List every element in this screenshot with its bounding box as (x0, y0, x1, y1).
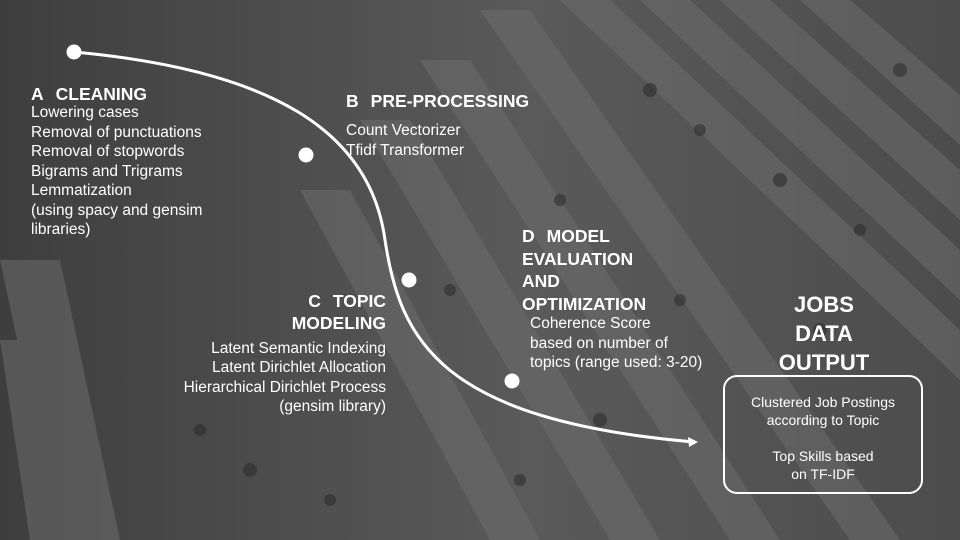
step-b-items: Count Vectorizer Tfidf Transformer (346, 121, 529, 160)
step-a-item: Lemmatization (31, 182, 132, 200)
step-d-item: based on number of (530, 334, 668, 352)
step-d-title-line4: OPTIMIZATION (522, 293, 647, 314)
output-box-line: according to Topic (766, 412, 880, 428)
output-box-spacer (725, 429, 921, 447)
output-box-line: Clustered Job Postings (751, 394, 895, 410)
step-c-heading: C TOPIC MODELING (184, 290, 386, 335)
step-c: C TOPIC MODELING Latent Semantic Indexing… (184, 290, 386, 417)
output-title-line: OUTPUT (778, 350, 870, 375)
flow-curve (73, 50, 695, 444)
step-a-item: libraries) (31, 221, 91, 239)
step-a-items: Lowering cases Removal of punctuations R… (31, 103, 202, 240)
output-box: Clustered Job Postings according to Topi… (723, 375, 923, 494)
output-box-line: on TF-IDF (791, 466, 855, 482)
output-box-line: Top Skills based (772, 448, 874, 464)
step-a-item: Removal of stopwords (31, 143, 185, 161)
step-d-title-line3: AND (522, 271, 560, 291)
step-dot-start (66, 44, 82, 60)
step-b-title: PRE-PROCESSING (370, 91, 530, 111)
step-b: B PRE-PROCESSING Count Vectorizer Tfidf T… (346, 90, 529, 160)
step-a-title: CLEANING (55, 84, 148, 104)
step-b-letter: B (346, 91, 359, 111)
step-b-item: Tfidf Transformer (346, 141, 464, 159)
step-a-letter: A (31, 84, 44, 104)
step-d-item: Coherence Score (530, 315, 651, 332)
step-d-items: Coherence Score based on number of topic… (530, 314, 702, 373)
step-d-letter: D (522, 226, 535, 246)
step-d-heading: D MODEL EVALUATION AND OPTIMIZATION (522, 225, 702, 315)
step-a-heading: A CLEANING (31, 83, 202, 105)
step-b-item: Count Vectorizer (346, 122, 461, 140)
step-d: D MODEL EVALUATION AND OPTIMIZATION Coher… (522, 225, 702, 373)
step-c-items: Latent Semantic Indexing Latent Dirichle… (184, 339, 386, 417)
step-a-item: Removal of punctuations (31, 123, 202, 141)
step-c-item: Hierarchical Dirichlet Process (183, 378, 386, 396)
step-c-letter: C (308, 291, 321, 311)
step-d-title-line1: MODEL (546, 226, 610, 246)
step-c-title-line2: MODELING (291, 313, 386, 334)
step-dot-b (298, 147, 314, 163)
step-a-item: Bigrams and Trigrams (31, 162, 183, 180)
output-title-line: DATA (795, 321, 853, 346)
step-d-title-line2: EVALUATION (522, 248, 634, 269)
step-c-item: Latent Dirichlet Allocation (211, 359, 386, 377)
step-d-item: topics (range used: 3-20) (530, 354, 703, 371)
step-b-heading: B PRE-PROCESSING (346, 90, 529, 112)
output-title: JOBS DATA OUTPUT (754, 290, 894, 377)
step-c-item: Latent Semantic Indexing (211, 339, 386, 357)
step-dot-c (401, 272, 417, 288)
step-c-item: (gensim library) (279, 398, 386, 416)
step-a-item: (using spacy and gensim (31, 201, 203, 219)
flow-arrowhead (688, 437, 698, 447)
step-a-item: Lowering cases (31, 104, 139, 122)
output-title-line: JOBS (794, 292, 854, 317)
step-a: A CLEANING Lowering cases Removal of punc… (31, 83, 202, 240)
step-c-title-line1: TOPIC (332, 291, 386, 311)
step-dot-d (504, 373, 520, 389)
